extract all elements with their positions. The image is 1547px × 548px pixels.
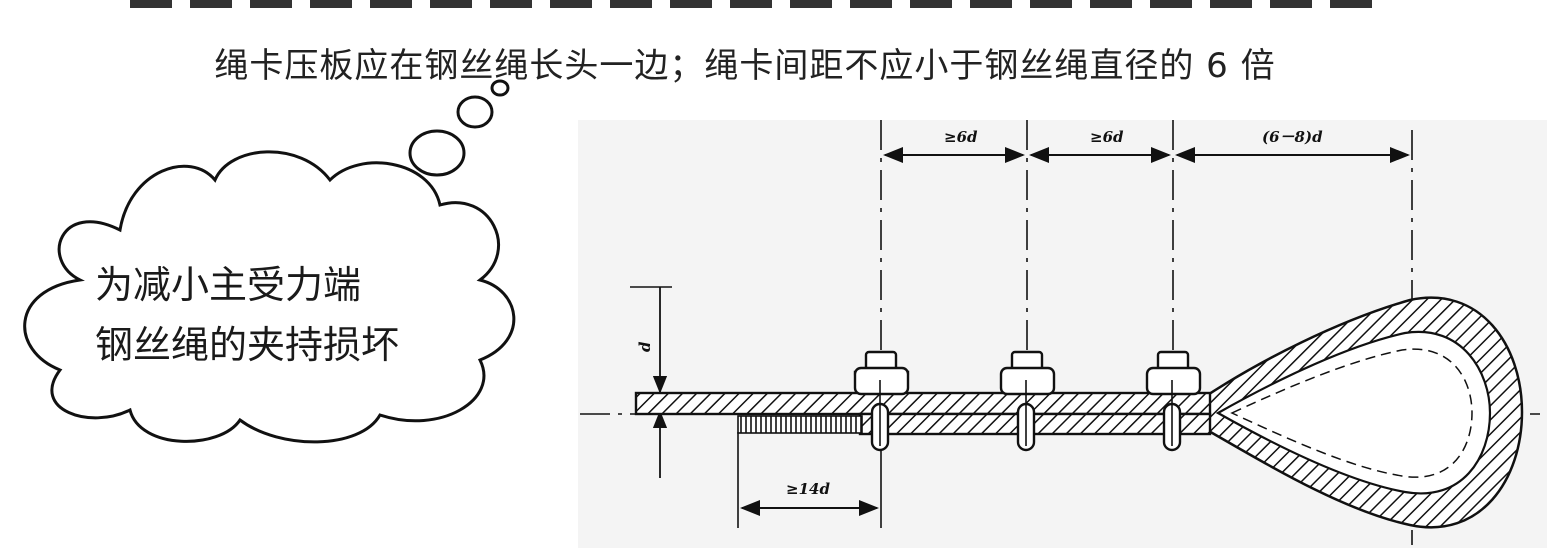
wire-rope-clip-2 xyxy=(999,350,1056,452)
dashed-rule xyxy=(130,0,1380,8)
dim-tail: (6－8)d xyxy=(1262,128,1323,146)
thought-cloud xyxy=(23,79,516,444)
caption-text: 绳卡压板应在钢丝绳长头一边；绳卡间距不应小于钢丝绳直径的 6 倍 xyxy=(214,46,1276,86)
wire-rope-clip-3 xyxy=(1145,350,1202,452)
main-rope xyxy=(634,391,1212,416)
thought-text: 为减小主受力端 钢丝绳的夹持损坏 xyxy=(95,255,415,375)
thought-line-1: 为减小主受力端 xyxy=(95,263,362,307)
dim-spacing-1: ≥6d xyxy=(944,128,978,146)
dim-spacing-2: ≥6d xyxy=(1090,128,1124,146)
wire-rope-clip-1 xyxy=(853,350,910,452)
thought-line-2: 钢丝绳的夹持损坏 xyxy=(95,323,400,367)
rope-frayed-end xyxy=(737,415,863,434)
dim-diameter: d xyxy=(636,341,654,352)
rope-clip-diagram: ≥6d ≥6d (6－8)d ≥14d d xyxy=(580,120,1540,545)
thimble-inner xyxy=(1215,330,1492,495)
extension-lines xyxy=(630,120,1413,545)
dim-overlap: ≥14d xyxy=(786,480,830,498)
